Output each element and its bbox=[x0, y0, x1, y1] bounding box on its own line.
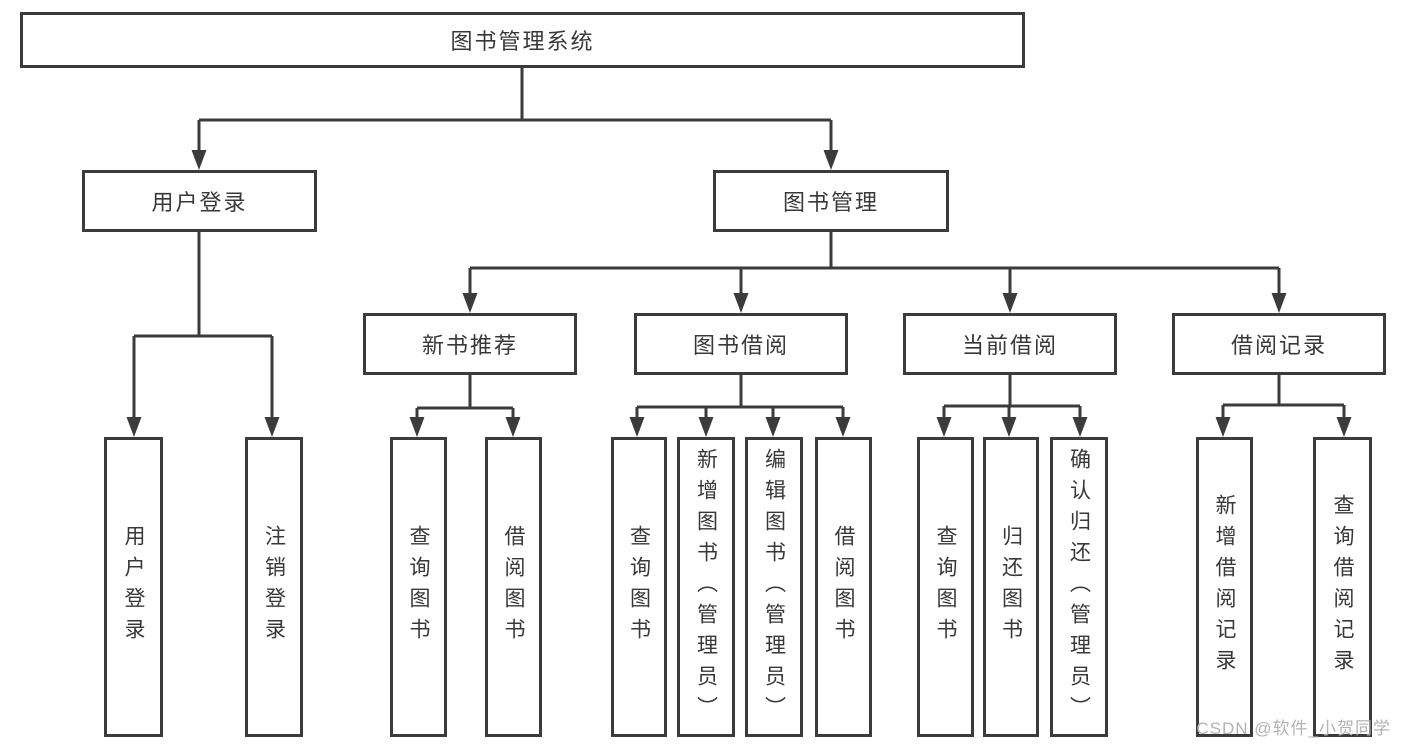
node-book-borrow-label: 图书借阅 bbox=[692, 333, 789, 358]
csdn-watermark: CSDN @软件_小贺同学 bbox=[1196, 719, 1391, 738]
node-leaf-add-books-admin: 新增图书（管理员） bbox=[677, 437, 735, 737]
node-leaf-edit-books-admin: 编辑图书（管理员） bbox=[745, 437, 803, 737]
node-borrow-record: 借阅记录 bbox=[1172, 313, 1386, 375]
node-new-book-recommend: 新书推荐 bbox=[363, 313, 577, 375]
node-leaf-query-books-current: 查询图书 bbox=[917, 437, 974, 737]
node-book-borrow: 图书借阅 bbox=[634, 313, 848, 375]
node-borrow-record-label: 借阅记录 bbox=[1230, 333, 1327, 358]
node-leaf-confirm-return-admin: 确认归还（管理员） bbox=[1050, 437, 1108, 737]
node-root-label: 图书管理系统 bbox=[450, 29, 595, 54]
node-root-system: 图书管理系统 bbox=[20, 12, 1025, 68]
node-current-borrow: 当前借阅 bbox=[903, 313, 1117, 375]
node-book-management-label: 图书管理 bbox=[782, 190, 879, 215]
node-user-login-label: 用户登录 bbox=[151, 190, 248, 215]
node-book-management: 图书管理 bbox=[713, 170, 949, 232]
node-leaf-borrow-books: 借阅图书 bbox=[815, 437, 872, 737]
node-leaf-query-borrow-record: 查询借阅记录 bbox=[1313, 437, 1372, 737]
node-user-login: 用户登录 bbox=[82, 170, 317, 232]
node-leaf-logout: 注销登录 bbox=[245, 437, 303, 737]
node-leaf-query-books-recommend: 查询图书 bbox=[390, 437, 447, 737]
node-new-book-recommend-label: 新书推荐 bbox=[421, 333, 518, 358]
node-leaf-user-login: 用户登录 bbox=[104, 437, 163, 737]
node-leaf-return-books: 归还图书 bbox=[983, 437, 1039, 737]
node-current-borrow-label: 当前借阅 bbox=[961, 333, 1058, 358]
node-leaf-query-books-borrow: 查询图书 bbox=[611, 437, 667, 737]
node-leaf-borrow-books-recommend: 借阅图书 bbox=[485, 437, 542, 737]
node-leaf-add-borrow-record: 新增借阅记录 bbox=[1196, 437, 1253, 737]
